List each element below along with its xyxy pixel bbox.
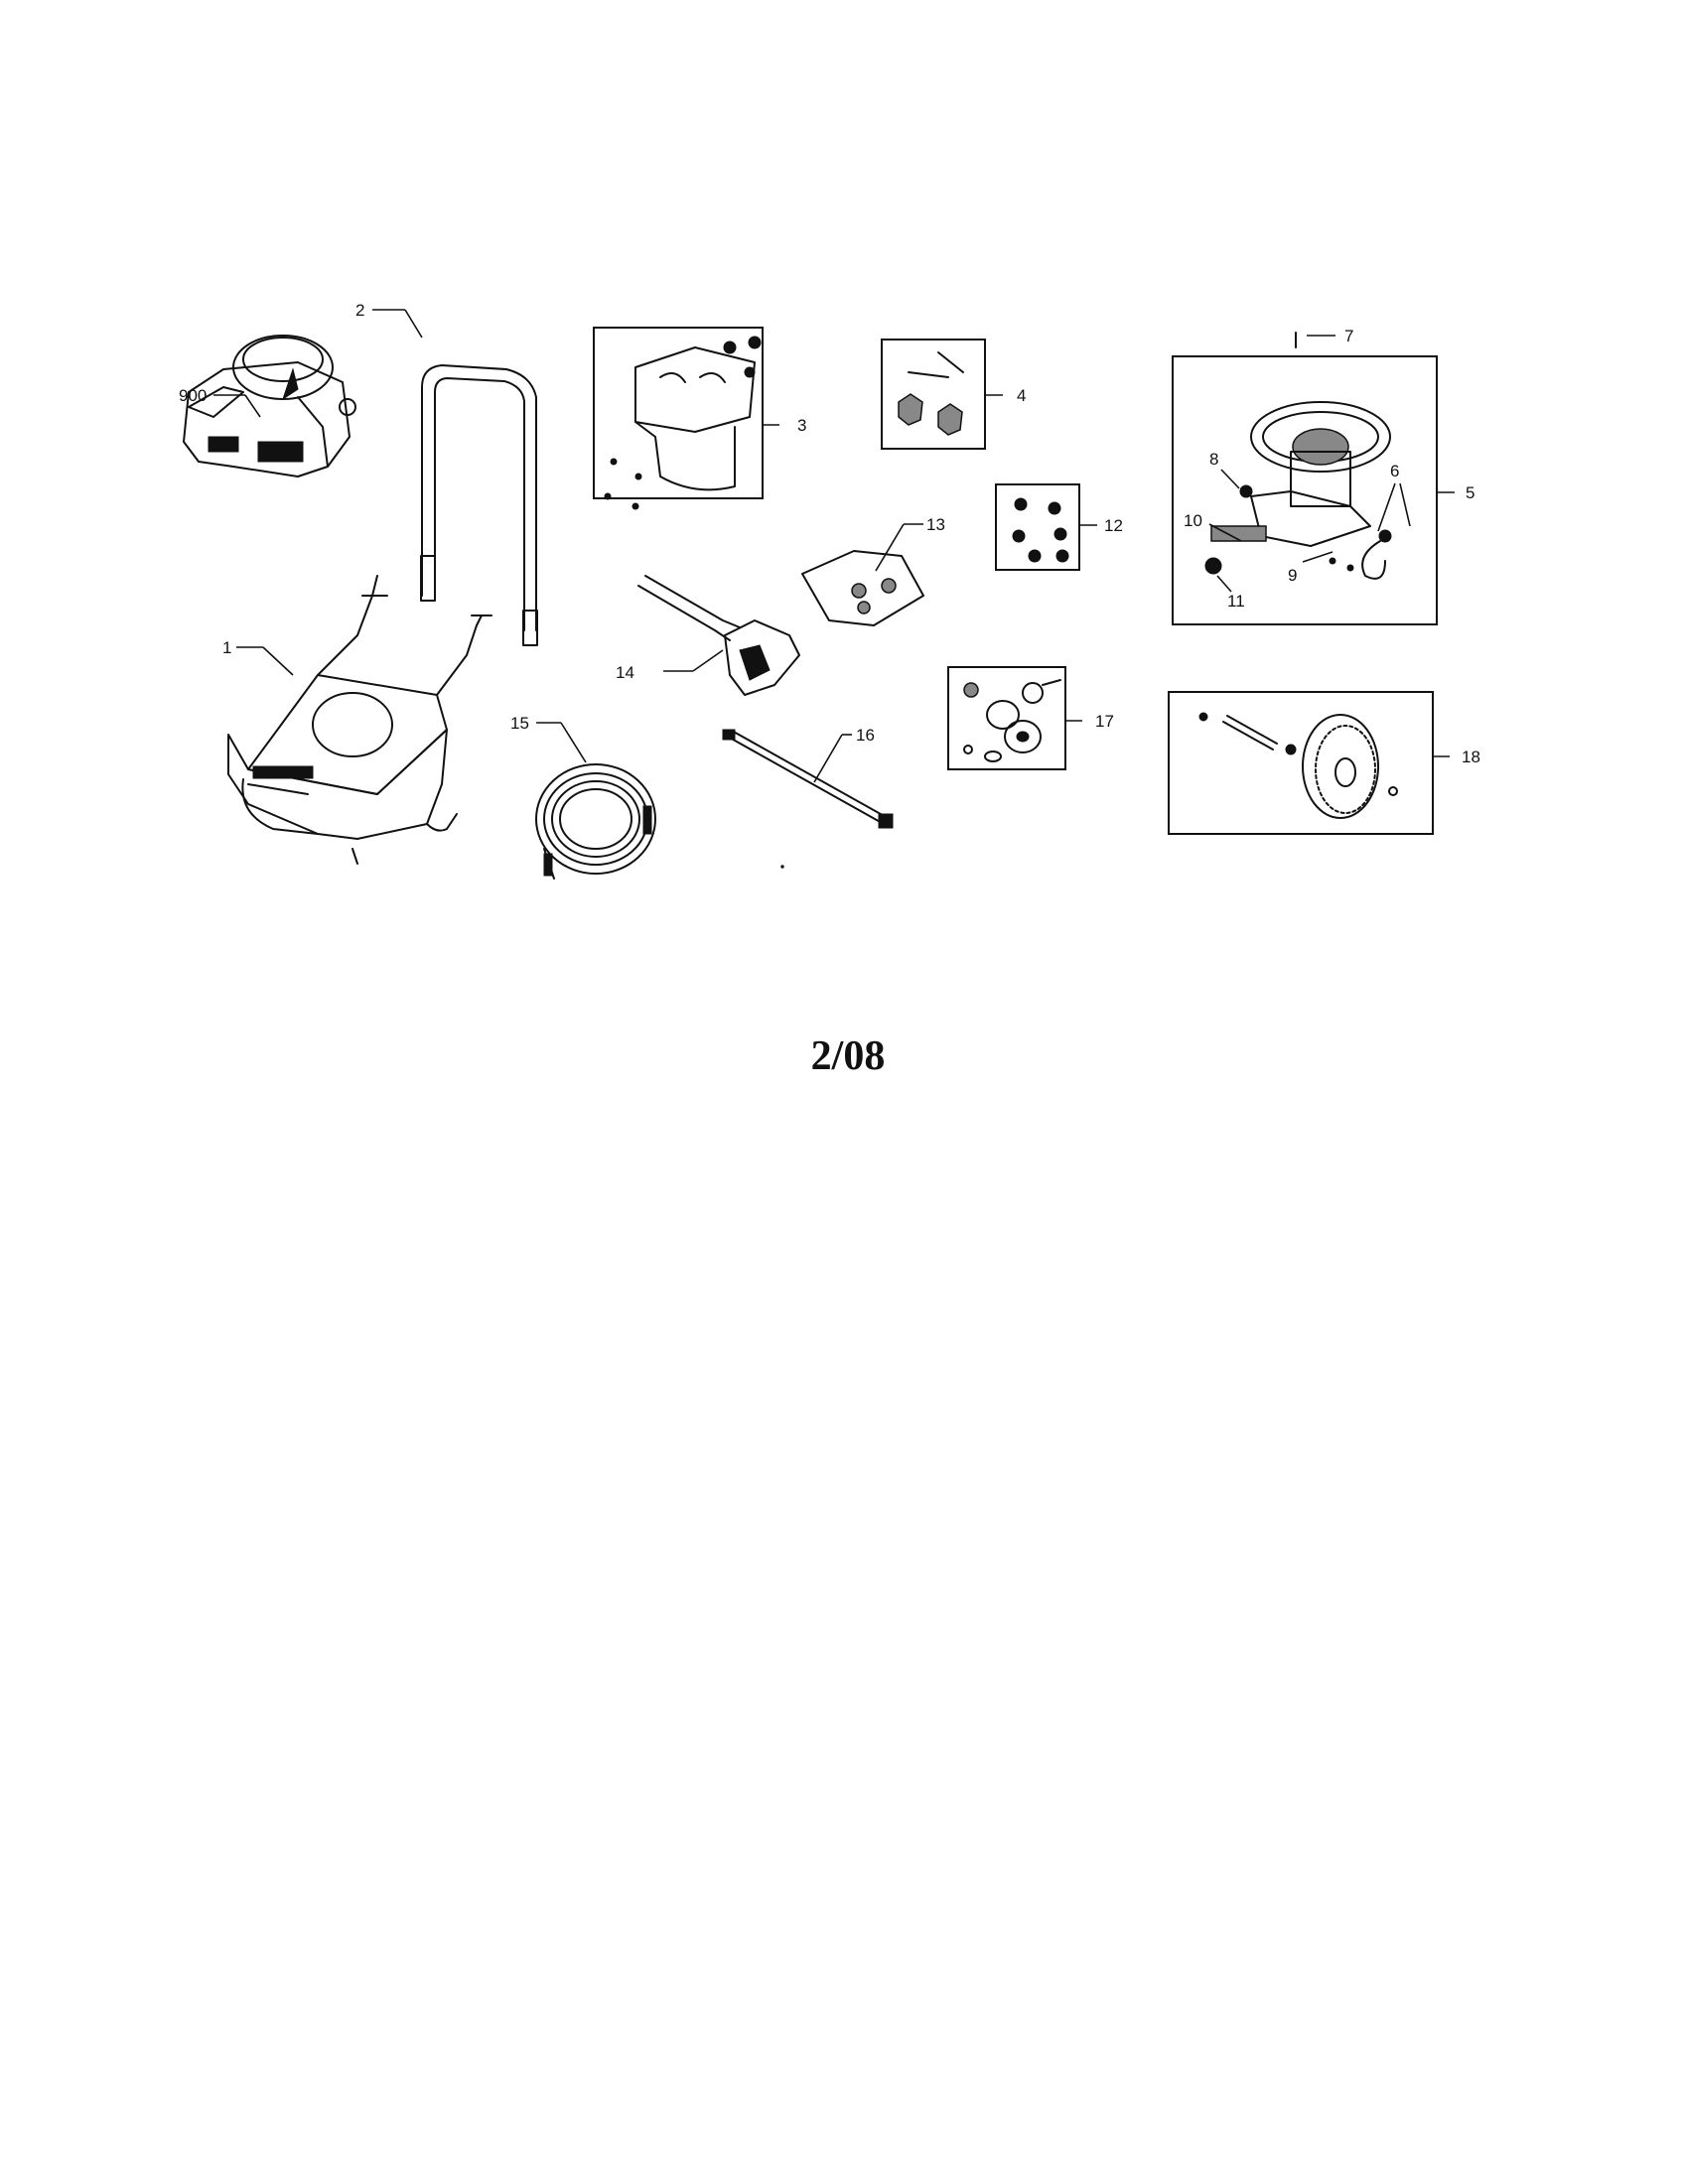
callout-line-6a [1377,482,1396,532]
callout-3: 3 [797,416,806,435]
callout-8: 8 [1209,450,1218,469]
callout-line-16 [813,734,843,783]
part-wand [722,729,894,829]
callout-line-900b [244,394,261,418]
callout-18: 18 [1462,748,1480,766]
callout-900: 900 [179,386,207,405]
part-pump [1204,332,1392,580]
callout-line-6b [1399,482,1411,527]
callout-9: 9 [1288,566,1297,585]
callout-13: 13 [926,515,945,534]
callout-10: 10 [1184,511,1202,530]
part-engine [183,335,356,478]
callout-line-2b [404,309,423,339]
callout-17: 17 [1095,712,1114,731]
part-bracket [604,336,762,510]
callout-line-8 [1220,469,1240,489]
callout-line-9 [1302,551,1333,563]
part-fasteners-12 [1012,497,1069,563]
kit-box-17 [947,666,1066,770]
part-hose [535,763,656,880]
callout-16: 16 [856,726,875,745]
callout-4: 4 [1017,386,1026,405]
callout-14: 14 [616,663,634,682]
part-frame [227,575,492,865]
part-handle [420,364,538,646]
kit-box-4 [881,339,986,450]
callout-line-11 [1216,575,1232,593]
callout-line-15b [560,722,587,763]
page-code: 2/08 [810,1033,886,1079]
callout-5: 5 [1466,483,1474,502]
part-hardware-4 [898,351,964,436]
part-spray-gun [637,575,800,696]
kit-box-12 [995,483,1080,571]
callout-6: 6 [1390,462,1399,480]
part-wheel [1198,712,1398,819]
kit-box-3 [593,327,764,499]
callout-line-13b [875,523,905,572]
callout-1: 1 [222,638,231,657]
callout-11: 11 [1227,592,1245,611]
callout-7: 7 [1344,327,1353,345]
part-bag-13 [801,550,924,626]
callout-12: 12 [1104,516,1123,535]
callout-line-1b [262,646,294,676]
callout-15: 15 [510,714,529,733]
kit-box-18 [1168,691,1434,835]
callout-line-14b [692,649,724,672]
kit-box-5 [1172,355,1438,625]
callout-2: 2 [355,301,364,320]
stray-dot [780,865,784,869]
callout-line-10 [1208,523,1242,542]
part-wheel-hardware [963,679,1061,762]
